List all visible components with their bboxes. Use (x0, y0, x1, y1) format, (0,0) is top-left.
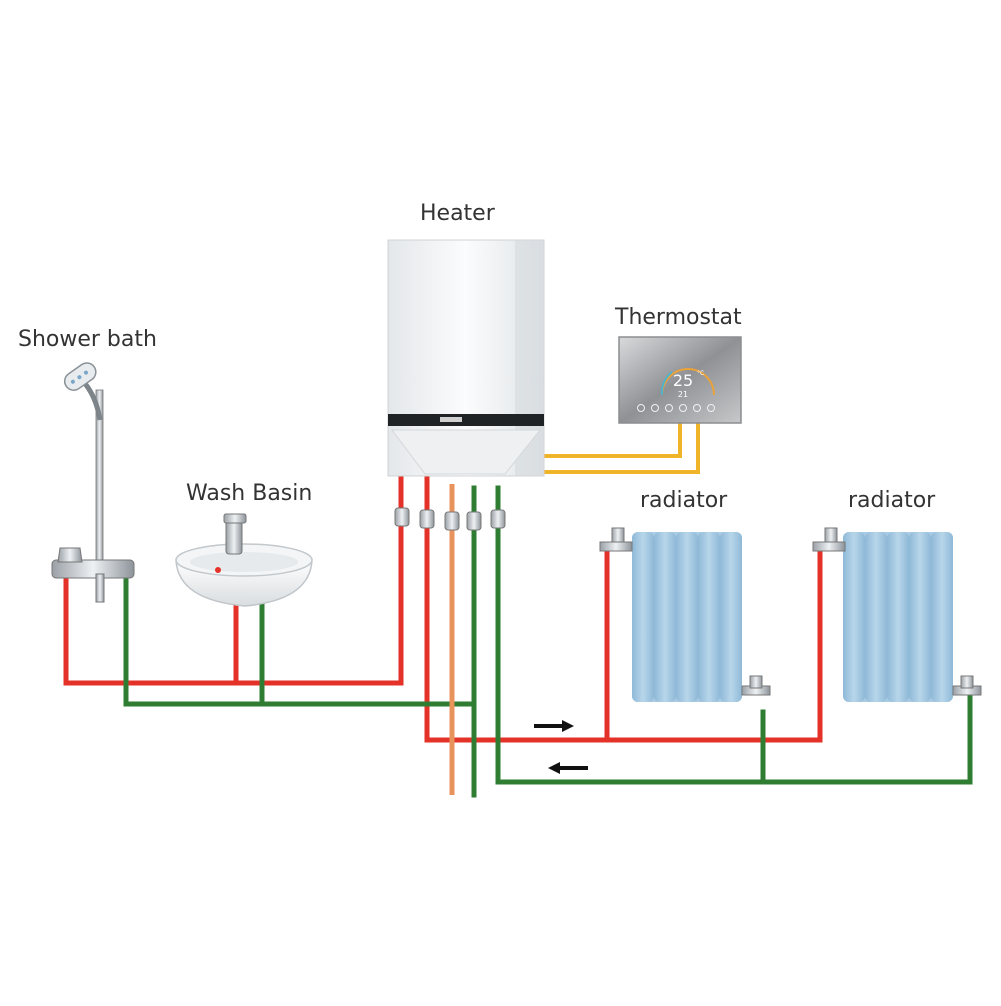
flow-arrow-right (534, 720, 574, 732)
shower-bath-label: Shower bath (18, 327, 157, 352)
heater-label: Heater (420, 201, 495, 226)
wire-a (530, 420, 682, 458)
cold-water-pipes (123, 485, 973, 798)
shower-fixture (51, 362, 135, 603)
heater-control-strip (388, 414, 544, 426)
heating-return-pipe (495, 485, 973, 785)
thermostat-label: Thermostat (615, 305, 742, 330)
wash-basin (175, 513, 313, 607)
thermostat-wires (520, 420, 700, 474)
heater-unit (387, 239, 545, 477)
heater-valves (394, 507, 506, 531)
flow-arrow-left (548, 762, 588, 774)
thermostat-unit: °C (697, 370, 704, 377)
thermostat-buttons (637, 404, 715, 412)
wash-basin-label: Wash Basin (186, 481, 313, 506)
radiator-right-label: radiator (848, 488, 936, 513)
heating-flow-pipe (424, 475, 823, 743)
hot-water-pipes (63, 467, 823, 743)
heater-display (440, 417, 462, 422)
wire-b (520, 420, 700, 474)
thermostat-temperature: 25 (673, 371, 693, 390)
thermostat-device: 25 °C 21 (618, 336, 742, 424)
thermostat-setpoint: 21 (678, 390, 688, 399)
radiator-left (599, 527, 771, 702)
radiator-right (812, 527, 982, 702)
domestic-cold-pipe (123, 575, 477, 707)
radiator-left-label: radiator (640, 488, 728, 513)
